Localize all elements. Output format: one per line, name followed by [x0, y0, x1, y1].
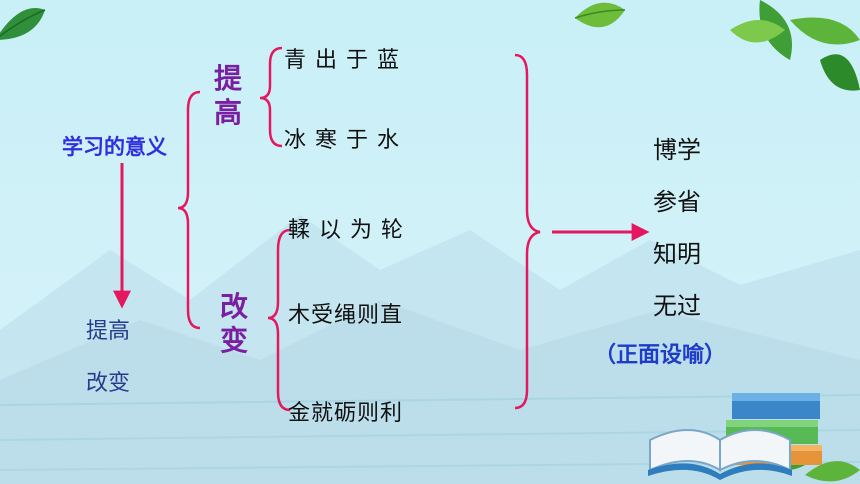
side-summary-improve: 提高 — [86, 319, 131, 344]
main-topic: 学习的意义 — [62, 135, 167, 159]
method-note: （正面设喻） — [594, 343, 727, 368]
conclusion-wuguo: 无过 — [653, 292, 701, 320]
saying-bing-han-yu-shui: 冰寒于水 — [284, 128, 409, 153]
saying-jin-jiu-li-ze-li: 金就砺则利 — [288, 401, 404, 426]
category-improve: 提高 — [214, 62, 243, 129]
saying-qing-chu-yu-lan: 青出于蓝 — [284, 48, 409, 73]
conclusion-boxue: 博学 — [653, 136, 701, 164]
conclusion-zhiming: 知明 — [653, 240, 701, 268]
side-summary-change: 改变 — [86, 371, 131, 396]
category-change: 改变 — [220, 290, 249, 357]
conclusion-canxing: 参省 — [653, 188, 701, 216]
saying-rou-yi-wei-lun: 輮以为轮 — [288, 218, 413, 243]
saying-mu-shou-sheng-ze-zhi: 木受绳则直 — [288, 303, 404, 328]
